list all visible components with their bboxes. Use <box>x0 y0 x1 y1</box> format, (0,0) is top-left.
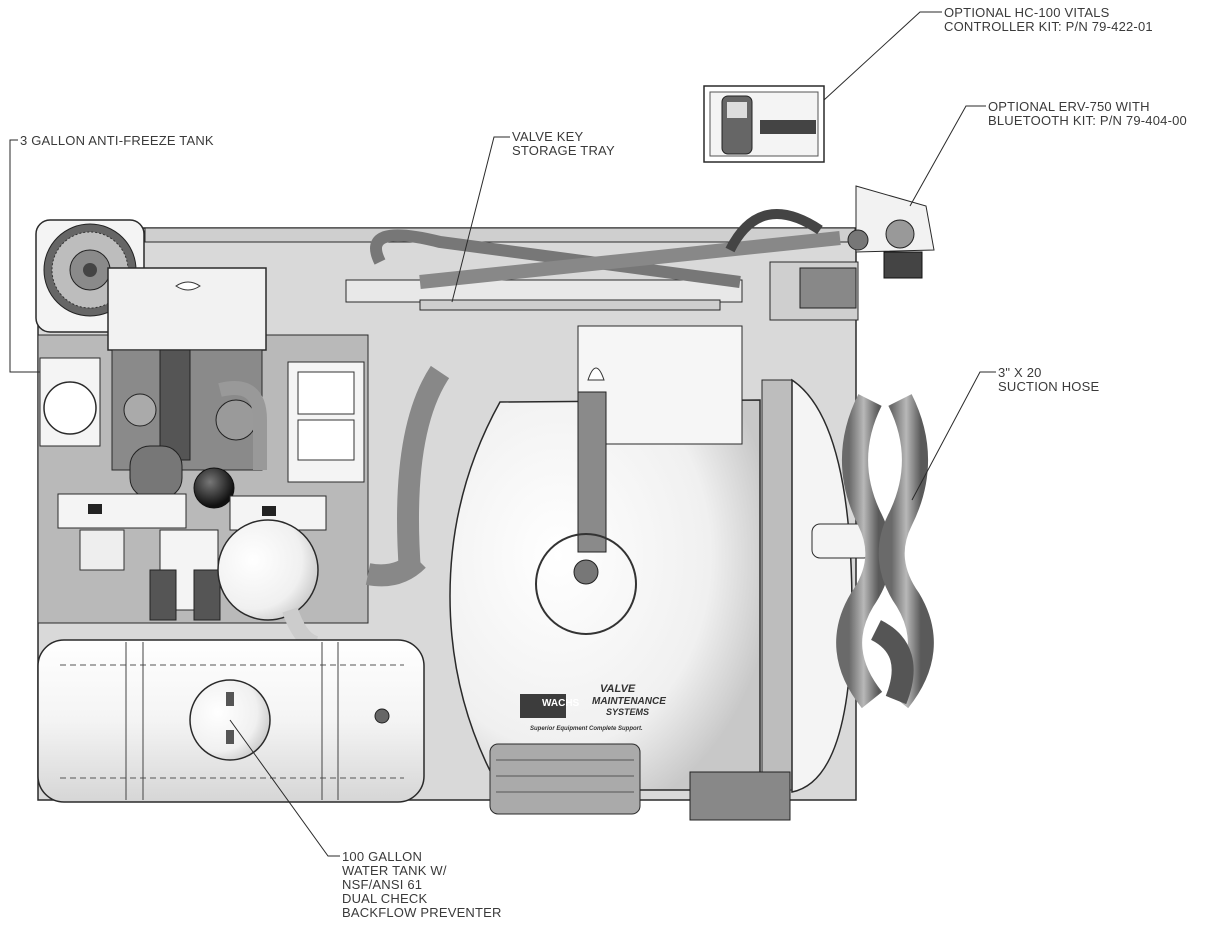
leader-lines <box>9 11 996 857</box>
brand-name-line2: MAINTENANCE <box>592 696 666 707</box>
brand-tagline: Superior Equipment Complete Support. <box>530 726 643 732</box>
callout-hc100-line1: OPTIONAL HC-100 VITALS <box>944 5 1110 20</box>
leader-hc100 <box>823 11 942 101</box>
leader-valve-key <box>451 136 510 303</box>
hose-reel-arm <box>725 209 859 321</box>
debris-tank <box>365 325 761 791</box>
engine <box>107 267 365 483</box>
callout-antifreeze: 3 GALLON ANTI-FREEZE TANK <box>20 134 214 148</box>
callout-valve-key: VALVE KEY STORAGE TRAY <box>512 130 615 158</box>
callout-water-tank: 100 GALLON WATER TANK W/ NSF/ANSI 61 DUA… <box>342 850 502 920</box>
leader-water-tank <box>229 719 340 857</box>
callout-antifreeze-line1: 3 GALLON ANTI-FREEZE TANK <box>20 133 214 148</box>
brand-logo-text: WACHS <box>542 698 580 709</box>
leader-suction-hose <box>911 371 996 501</box>
callout-erv750-line2: BLUETOOTH KIT: P/N 79-404-00 <box>988 113 1187 128</box>
brand-name-line3: SYSTEMS <box>606 707 649 717</box>
callout-water-tank-line5: BACKFLOW PREVENTER <box>342 905 502 920</box>
callout-suction-hose-line2: SUCTION HOSE <box>998 379 1100 394</box>
callout-erv750-line1: OPTIONAL ERV-750 WITH <box>988 99 1150 114</box>
erv750-unit <box>847 185 935 279</box>
suction-hose <box>836 394 934 709</box>
control-panels <box>57 493 327 621</box>
callout-hc100-line2: CONTROLLER KIT: P/N 79-422-01 <box>944 19 1153 34</box>
air-filter-box <box>39 357 101 447</box>
callout-water-tank-line1: 100 GALLON <box>342 849 423 864</box>
rear-gate <box>761 378 873 793</box>
lower-hose-reel <box>489 743 791 821</box>
callout-suction-hose-line1: 3" X 20 <box>998 365 1042 380</box>
callout-erv750: OPTIONAL ERV-750 WITH BLUETOOTH KIT: P/N… <box>988 100 1187 128</box>
brand-name-line1: VALVE <box>600 683 636 695</box>
callout-valve-key-line2: STORAGE TRAY <box>512 143 615 158</box>
callout-water-tank-line2: WATER TANK W/ <box>342 863 447 878</box>
callout-water-tank-line3: NSF/ANSI 61 <box>342 877 423 892</box>
callout-hc100: OPTIONAL HC-100 VITALS CONTROLLER KIT: P… <box>944 6 1153 34</box>
leader-antifreeze <box>9 139 40 373</box>
tank-branding: WACHS VALVE MAINTENANCE SYSTEMS Superior… <box>530 683 666 732</box>
valve-key-storage-tray <box>345 229 841 311</box>
hc100-controller <box>703 85 825 163</box>
leader-erv750 <box>909 105 986 207</box>
callout-water-tank-line4: DUAL CHECK <box>342 891 428 906</box>
callout-suction-hose: 3" X 20 SUCTION HOSE <box>998 366 1099 394</box>
callout-valve-key-line1: VALVE KEY <box>512 129 584 144</box>
